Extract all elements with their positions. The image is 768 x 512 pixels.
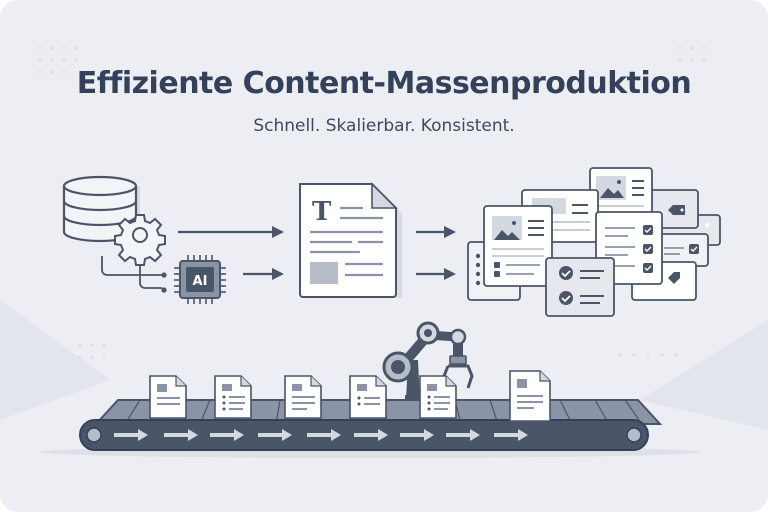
bg-shape-left (0, 300, 110, 420)
arrow-icon (114, 429, 528, 441)
belt-document-icon (149, 370, 551, 422)
arrow-icon (178, 226, 284, 280)
content-cards-stack-icon (467, 167, 721, 317)
svg-text:T: T (312, 197, 332, 227)
database-icon (62, 175, 140, 243)
bg-shape-right (640, 320, 768, 430)
robot-arm-icon (382, 321, 474, 400)
page-title: Effiziente Content-Massenproduktion (76, 66, 692, 101)
gear-icon (114, 214, 166, 266)
ai-chip-icon: AI (174, 255, 226, 304)
dot-grid-icon (38, 46, 706, 359)
page-subtitle: Schnell. Skalierbar. Konsistent. (253, 116, 515, 136)
text-document-icon: T (299, 182, 402, 298)
arrow-icon (416, 226, 456, 280)
ai-chip-label: AI (193, 274, 208, 289)
connector-lines (101, 256, 162, 289)
